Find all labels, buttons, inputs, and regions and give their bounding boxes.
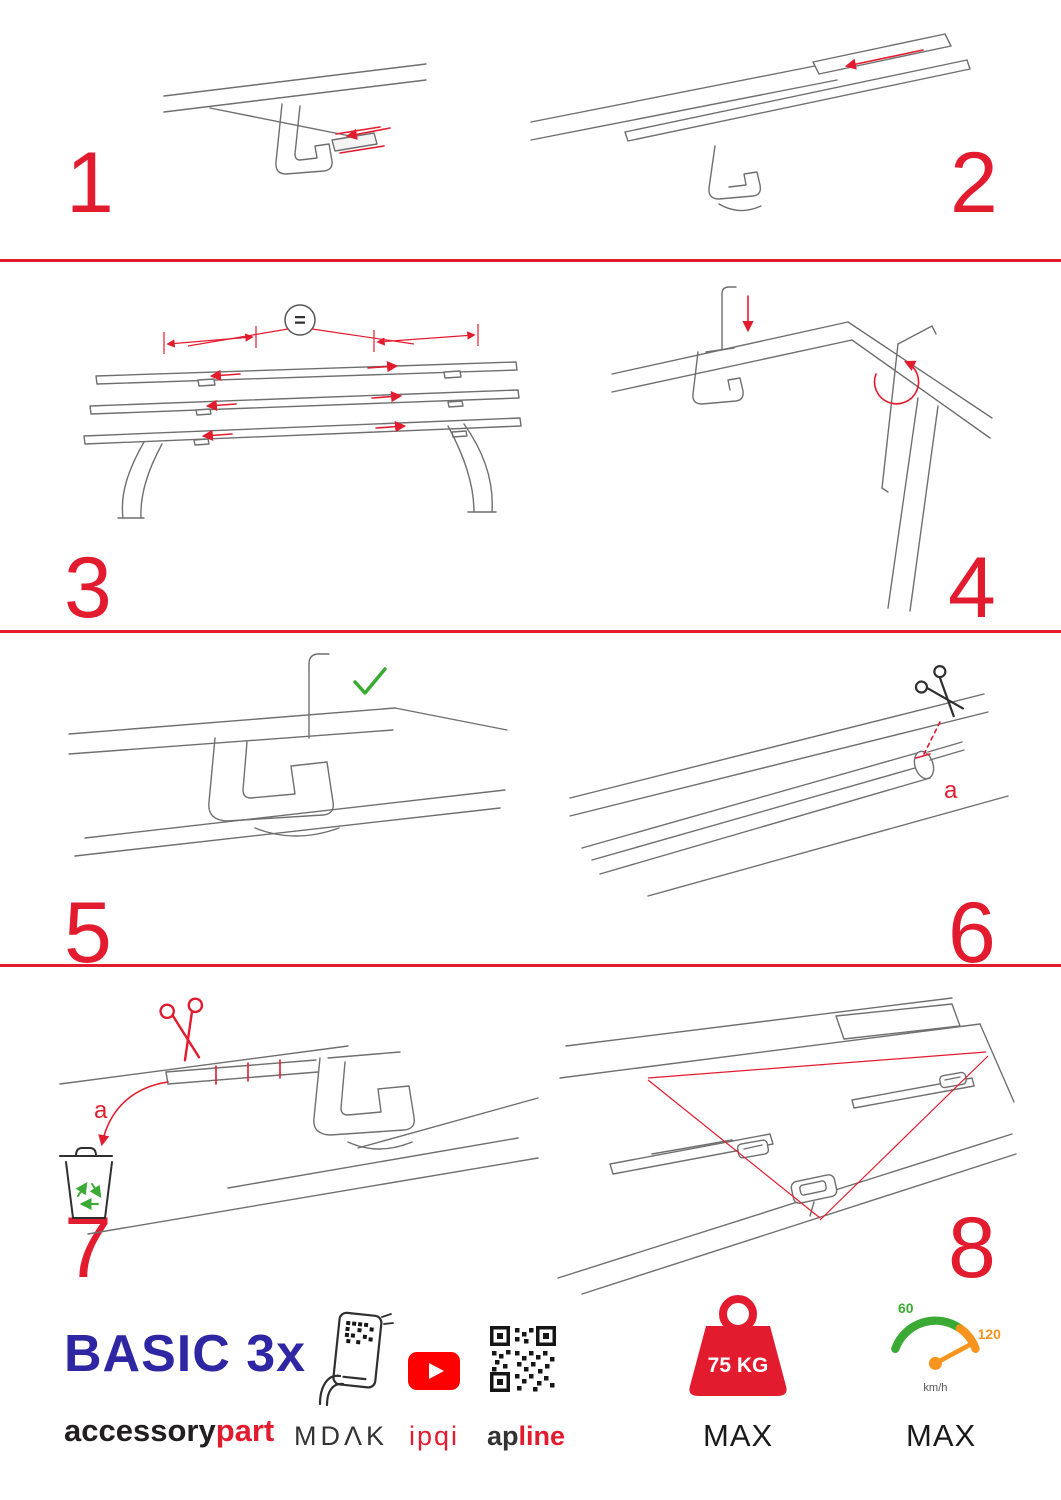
ipqi-logo: ipqi	[409, 1421, 460, 1451]
speed-min-label: 60	[898, 1300, 914, 1316]
crossbar-channel-drawing	[581, 741, 965, 875]
step-1-illustration	[150, 50, 440, 245]
step-3-illustration: =	[48, 282, 553, 547]
apline-suffix: line	[518, 1421, 566, 1451]
check-icon	[353, 667, 387, 695]
equal-spacing-callout: =	[284, 304, 316, 336]
hand-icon	[318, 1374, 345, 1406]
roof-clamp-drawing	[708, 145, 762, 212]
signal-marks	[381, 1313, 394, 1325]
trash-can-icon	[59, 1147, 113, 1219]
insert-pad-arrows	[335, 126, 391, 154]
step-number-6: 6	[948, 885, 996, 981]
alignment-guide-lines	[647, 1051, 989, 1221]
phone-qr-icon	[316, 1310, 396, 1406]
t-bolt-adapter-drawing	[790, 1174, 838, 1217]
cut-label-a: a	[94, 1097, 108, 1124]
brand-suffix: part	[215, 1413, 275, 1448]
discard-arrow	[98, 1081, 169, 1147]
roof-clamp-drawing	[313, 1051, 415, 1150]
weight-limit-text: 75 KG	[708, 1354, 769, 1377]
apline-prefix: ap	[487, 1421, 519, 1451]
cut-tick-marks	[215, 1059, 281, 1085]
step-7-illustration: a	[48, 988, 543, 1243]
speed-unit-label: km/h	[923, 1382, 947, 1394]
cut-mark	[915, 753, 931, 759]
speed-max-value-label: 120	[978, 1326, 1001, 1342]
step-number-3: 3	[64, 540, 112, 636]
step-2-illustration	[515, 22, 1005, 222]
section-divider	[0, 259, 1061, 262]
youtube-icon	[408, 1352, 460, 1390]
three-crossbars-drawing	[83, 361, 522, 519]
allen-key-drawing	[881, 325, 937, 493]
step-number-1: 1	[66, 135, 114, 231]
roof-edge-drawing	[163, 63, 427, 137]
step-number-7: 7	[64, 1200, 112, 1296]
speedometer-icon: 60 120 km/h	[876, 1300, 1006, 1397]
mdak-logo: MDΛK	[294, 1421, 389, 1451]
cut-label-a: a	[944, 777, 958, 804]
roof-edge-drawing	[530, 61, 838, 141]
step-number-5: 5	[64, 885, 112, 981]
cut-line	[923, 721, 941, 755]
step-number-8: 8	[948, 1200, 996, 1296]
apline-logo: apline	[487, 1420, 565, 1452]
scissors-icon	[159, 997, 204, 1062]
roof-rail-drawing	[68, 707, 508, 857]
recycle-arrows-icon	[75, 1182, 102, 1210]
roof-rail-drawing	[611, 321, 993, 612]
weight-max-label: MAX	[703, 1418, 774, 1453]
scissors-icon	[914, 665, 964, 718]
roof-rail-drawing	[569, 693, 1009, 897]
equal-spacing-label: =	[294, 310, 306, 332]
roof-drawing	[557, 997, 1017, 1295]
roof-rail-drawing	[59, 1045, 539, 1235]
step-number-4: 4	[948, 540, 996, 636]
brand-prefix: accessory	[64, 1413, 216, 1448]
slide-arrow	[844, 49, 924, 70]
step-6-illustration: a	[552, 648, 1017, 918]
qr-code-icon	[490, 1326, 556, 1392]
trim-strip-drawing	[165, 1059, 319, 1085]
roof-clamp-drawing	[692, 286, 744, 405]
speed-max-label: MAX	[906, 1418, 977, 1453]
section-divider	[0, 964, 1061, 967]
dimension-arrows	[163, 324, 479, 441]
step-4-illustration	[588, 278, 1013, 613]
product-name: BASIC 3x	[64, 1325, 307, 1383]
section-divider	[0, 630, 1061, 633]
step-number-2: 2	[950, 135, 998, 231]
roof-clamp-drawing	[208, 653, 340, 837]
step-5-illustration	[55, 642, 520, 892]
step-8-illustration	[552, 982, 1022, 1297]
weight-limit-icon: 75 KG	[676, 1292, 800, 1406]
brand-wordmark: accessorypart	[64, 1412, 274, 1449]
roof-clamp-drawing	[275, 103, 378, 175]
crossbar-sections-drawing	[609, 1071, 975, 1175]
tighten-rotation-arrow	[873, 360, 920, 405]
